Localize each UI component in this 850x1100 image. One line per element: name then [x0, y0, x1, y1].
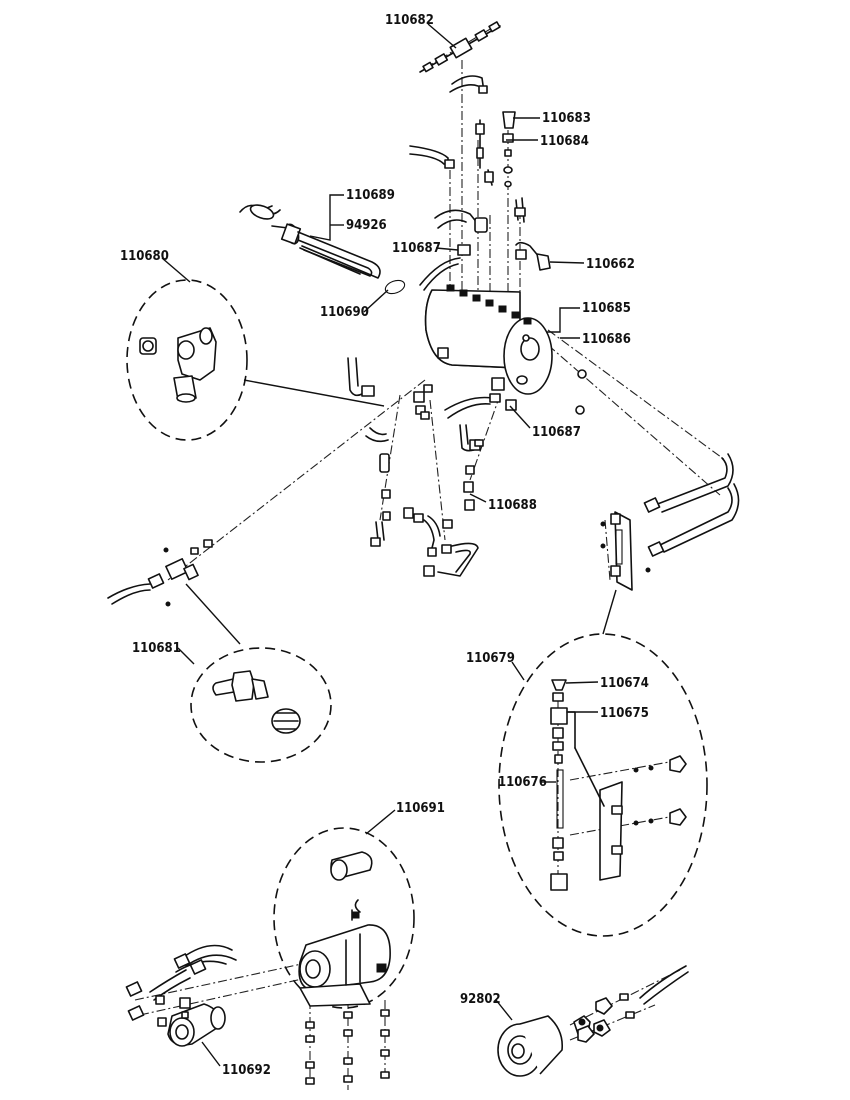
left-middle-pipes	[347, 357, 501, 577]
callout-110685: 110685	[582, 301, 631, 316]
callout-94926: 94926	[346, 218, 387, 233]
detail-110680	[126, 279, 248, 441]
callout-110688: 110688	[488, 498, 537, 513]
callout-110679: 110679	[466, 651, 515, 666]
callout-110674: 110674	[600, 676, 649, 691]
pump-motor	[298, 851, 391, 1007]
tee-fitting-110682	[419, 21, 501, 94]
detail-110691-pump	[273, 827, 415, 1085]
callout-110676: 110676	[498, 775, 547, 790]
callout-110662: 110662	[586, 257, 635, 272]
leader-lines	[161, 23, 617, 1067]
pump-screws	[305, 1009, 390, 1085]
callout-110675: 110675	[600, 706, 649, 721]
left-tee-assembly	[107, 539, 213, 607]
upper-fittings	[409, 111, 551, 291]
callout-110689: 110689	[346, 188, 395, 203]
pump-head-110692	[125, 944, 237, 1047]
callout-110692: 110692	[222, 1063, 271, 1078]
detail-110681	[190, 647, 332, 763]
callout-92802: 92802	[460, 992, 501, 1007]
callout-110687-bottom: 110687	[532, 425, 581, 440]
callout-110686: 110686	[582, 332, 631, 347]
flow-meter-92802	[497, 965, 689, 1077]
detail-110679	[498, 633, 708, 937]
callout-110691: 110691	[396, 801, 445, 816]
boiler-tank	[424, 284, 553, 411]
heating-element	[239, 204, 406, 295]
sight-glass-assembly	[550, 679, 687, 891]
callout-110680: 110680	[120, 249, 169, 264]
assembly-lines	[134, 27, 726, 1090]
tank-top-ports	[446, 284, 532, 325]
callout-110683: 110683	[542, 111, 591, 126]
right-pipes	[575, 369, 740, 591]
callout-110687-top: 110687	[392, 241, 441, 256]
callout-110681: 110681	[132, 641, 181, 656]
callout-110690: 110690	[320, 305, 369, 320]
callout-labels: 110682 110683 110684 110689 94926 110687…	[120, 13, 649, 1078]
callout-110682: 110682	[385, 13, 434, 28]
callout-110684: 110684	[540, 134, 589, 149]
